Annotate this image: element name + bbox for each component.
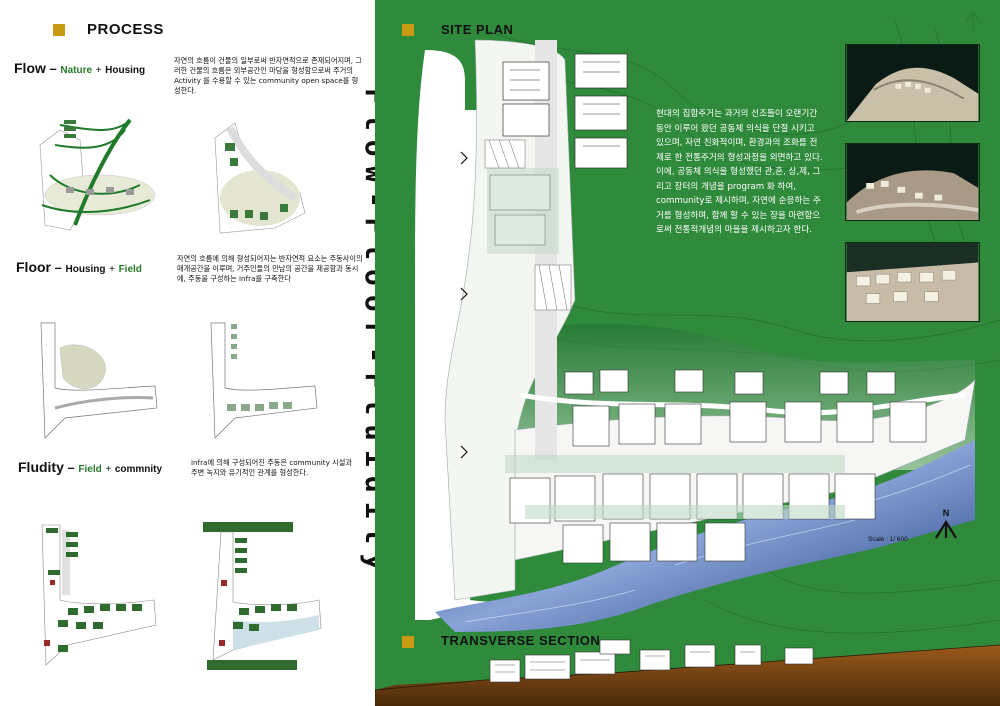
fluidity-field-diagram [41,524,157,666]
flow-title: Flow – Nature + Housing [14,60,145,76]
model-photo-1 [845,44,980,122]
north-arrow: N [934,508,958,544]
fluidity-title-main: Fludity [18,459,64,475]
floor-term-2: Field [118,264,142,275]
section-marker [402,636,414,648]
fluidity-plus: + [105,464,112,475]
fluidity-description: infra에 의해 구성되어진 주동은 community 시설과 주변 녹지와… [191,458,352,477]
flow-term-1: Nature [60,65,93,76]
process-panel: PROCESS Flow – Nature + Housing 자연의 흐름이 … [0,0,375,706]
floor-description: 자연의 흐름에 의해 형성되어지는 반자연적 요소는 주동사이의 매개공간을 이… [177,254,363,283]
floor-term-1: Housing [65,264,106,275]
floor-title: Floor – Housing + Field [16,259,142,275]
heading-marker [53,24,65,36]
flow-plus: + [95,65,102,76]
process-heading: PROCESS [87,21,164,38]
site-plan-marker [402,24,414,36]
flow-title-dash: – [49,61,57,76]
flow-nature-diagram [39,118,156,231]
scale-label: Scale : 1/ 600 [868,536,908,543]
north-arrow-icon [935,519,957,539]
north-label: N [942,508,950,518]
fluidity-title: Fludity – Field + commnity [18,459,162,475]
floor-plus: + [109,264,115,275]
fluidity-title-dash: – [67,460,75,475]
floor-title-main: Floor [16,259,51,275]
flow-term-2: Housing [105,65,146,76]
site-plan-description: 현대의 집합주거는 과거의 선조들이 오랜기간 동안 이루어 왔던 공동체 의식… [656,109,823,235]
fluidity-term-1: Field [78,464,102,475]
model-photo-3 [845,242,980,322]
floor-title-dash: – [54,260,62,275]
corner-north-icon [965,11,981,34]
section-heading: TRANSVERSE SECTION [441,633,601,648]
floor-housing-diagram [210,322,318,439]
site-plan-drawing [375,19,1000,706]
flow-title-main: Flow [14,60,46,76]
site-plan-heading: SITE PLAN [441,22,514,37]
fluidity-community-diagram [203,522,322,670]
flow-housing-diagram [214,122,306,234]
model-photo-2 [845,143,980,221]
floor-field-diagram [40,322,158,439]
flow-description: 자연의 흐름이 건물의 일부로써 반자연적으로 존재되어지며, 그러한 건물의 … [174,56,362,95]
fluidity-term-2: commnity [114,464,163,475]
site-plan-panel: SITE PLAN TRANSVERSE SECTION [375,0,1000,706]
